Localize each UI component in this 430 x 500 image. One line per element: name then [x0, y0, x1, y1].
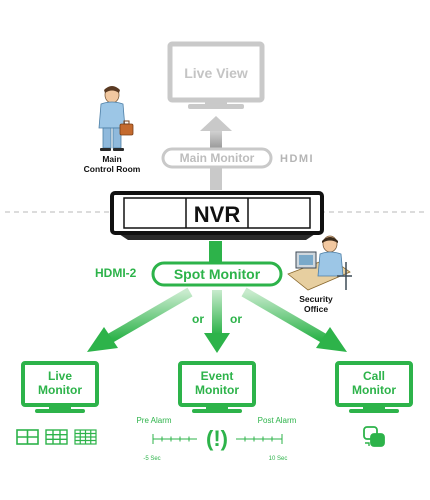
- call-sequence-icon: [363, 426, 385, 447]
- hdmi2-label: HDMI-2: [95, 266, 137, 280]
- event-monitor-line1: Event: [201, 369, 234, 383]
- main-control-room-line2: Control Room: [84, 164, 141, 174]
- security-office-line1: Security: [299, 294, 333, 304]
- pre-alarm-label: Pre Alarm: [136, 416, 171, 425]
- plus-10-sec-label: 10 Sec: [269, 456, 288, 462]
- main-control-room-line1: Main: [102, 154, 121, 164]
- nvr-label: NVR: [194, 202, 241, 227]
- sixteen-split-icon: [74, 429, 97, 445]
- main-monitor-arrow: [200, 116, 232, 190]
- call-monitor-line2: Monitor: [352, 383, 396, 397]
- spot-monitor-label: Spot Monitor: [174, 266, 261, 282]
- nvr-to-spot-connector: [209, 241, 222, 262]
- person-with-briefcase-icon: [98, 86, 134, 151]
- arrow-to-call-monitor: [241, 287, 347, 352]
- quad-split-icon: [16, 429, 39, 445]
- security-guard-at-desk-icon: [287, 235, 352, 291]
- alarm-icon: (!): [206, 426, 228, 451]
- event-monitor-line2: Monitor: [195, 383, 239, 397]
- or-label-left: or: [192, 312, 204, 326]
- nine-split-icon: [45, 429, 68, 445]
- call-monitor-line1: Call: [363, 369, 385, 383]
- live-monitor-line2: Monitor: [38, 383, 82, 397]
- main-monitor-pill: Main Monitor: [161, 147, 273, 169]
- arrow-to-live-monitor: [87, 287, 193, 352]
- live-view-monitor: Live View: [167, 41, 265, 109]
- event-timeline: [152, 434, 283, 444]
- call-monitor: Call Monitor: [335, 361, 413, 413]
- spot-monitor-pill: Spot Monitor: [151, 261, 283, 287]
- or-label-right: or: [230, 312, 242, 326]
- event-monitor: Event Monitor: [178, 361, 256, 413]
- live-monitor-line1: Live: [48, 369, 72, 383]
- main-monitor-label: Main Monitor: [180, 151, 255, 165]
- nvr-device: NVR: [110, 191, 324, 240]
- security-office-line2: Office: [304, 304, 328, 314]
- minus-5-sec-label: -5 Sec: [143, 456, 160, 462]
- live-monitor: Live Monitor: [21, 361, 99, 413]
- live-view-label: Live View: [184, 65, 248, 81]
- post-alarm-label: Post Alarm: [258, 416, 297, 425]
- hdmi-logo: HDMI: [280, 153, 314, 165]
- arrow-to-event-monitor: [204, 290, 230, 353]
